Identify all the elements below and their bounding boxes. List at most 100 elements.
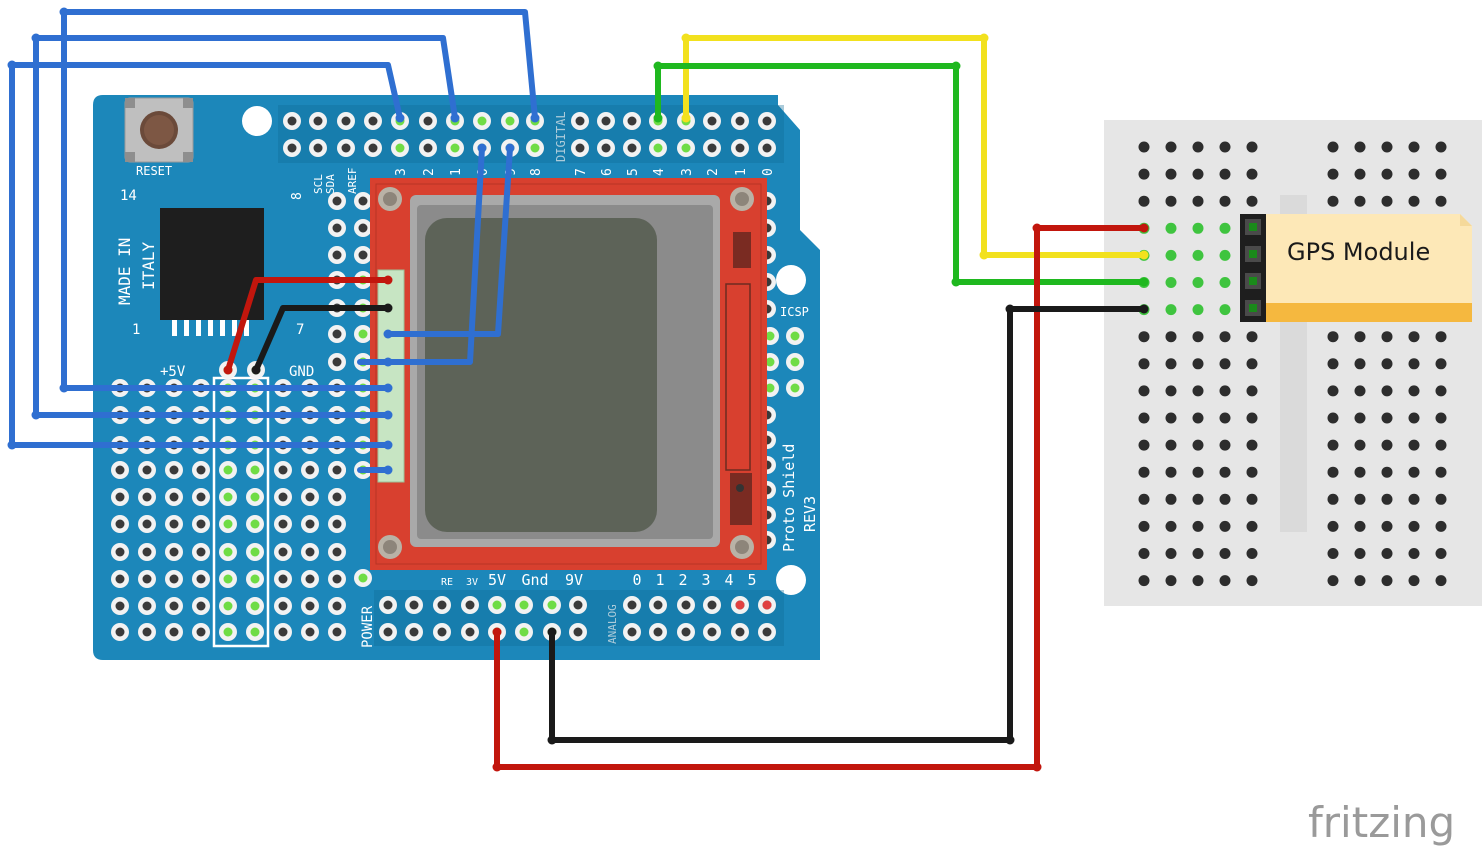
bottom-header-pad-hole <box>653 600 663 610</box>
breadboard-hole <box>1381 412 1393 424</box>
breadboard-hole <box>1435 358 1447 370</box>
bottom-header-pad-hole <box>547 600 557 610</box>
breadboard-hole <box>1381 331 1393 343</box>
breadboard-hole <box>1408 168 1420 180</box>
breadboard-hole <box>1246 520 1258 532</box>
breadboard-hole <box>1246 439 1258 451</box>
header-pad-hole <box>762 143 772 153</box>
wire-endpoint <box>1139 223 1149 233</box>
breadboard-hole <box>1192 195 1204 207</box>
wire-blue-1[interactable] <box>9 62 403 448</box>
breadboard-hole <box>1435 331 1447 343</box>
wire-blue-8[interactable] <box>385 145 513 337</box>
breadboard-hole <box>1165 575 1177 587</box>
wire-endpoint <box>1139 304 1149 314</box>
proto-pad-hole <box>278 627 288 637</box>
proto-pad-hole <box>305 627 315 637</box>
proto-pad-hole <box>278 574 288 584</box>
breadboard-hole <box>1219 304 1231 316</box>
wire-endpoint <box>547 735 557 745</box>
wire-endpoint <box>223 365 233 375</box>
breadboard-hole <box>1165 358 1177 370</box>
breadboard-hole <box>1408 331 1420 343</box>
analog-pin-label: 2 <box>678 571 687 589</box>
breadboard-hole <box>1354 466 1366 478</box>
wire-endpoint <box>681 113 691 123</box>
breadboard-hole <box>1165 249 1177 261</box>
breadboard-hole <box>1165 277 1177 288</box>
breadboard-hole <box>1327 520 1339 532</box>
proto-shield-label: Proto Shield <box>780 444 798 552</box>
proto-pad-hole <box>332 492 342 502</box>
breadboard-hole <box>1381 141 1393 153</box>
breadboard-hole <box>1165 493 1177 505</box>
proto-pad-hole <box>332 627 342 637</box>
header-pad-hole <box>601 143 611 153</box>
breadboard-hole <box>1192 520 1204 532</box>
wire-endpoints <box>7 7 1149 772</box>
power-pin-label: Gnd <box>521 571 548 589</box>
breadboard-hole <box>1381 575 1393 587</box>
breadboard-hole <box>1381 493 1393 505</box>
proto-pad-hole <box>278 519 288 529</box>
bottom-header-pad-hole <box>707 627 717 637</box>
bottom-header-pad-hole <box>383 600 393 610</box>
bottom-header-pad-hole <box>519 600 529 610</box>
header-pad-hole <box>762 116 772 126</box>
breadboard-hole <box>1381 548 1393 559</box>
reset-button-icon[interactable] <box>124 97 194 163</box>
wire-endpoint <box>383 357 393 367</box>
proto-pad-hole <box>169 519 179 529</box>
wire-blue-5[interactable] <box>61 9 538 391</box>
breadboard-hole <box>1327 195 1339 207</box>
breadboard-hole <box>1138 331 1150 343</box>
wire-blue-7[interactable] <box>357 145 485 365</box>
fritzing-logo-icon: fritzing <box>1308 798 1455 847</box>
breadboard-hole <box>1327 466 1339 478</box>
rev3-label: REV3 <box>801 496 819 532</box>
scl-label: SCL <box>312 174 325 194</box>
header-pad-hole <box>530 143 540 153</box>
breadboard-hole <box>1219 520 1231 532</box>
wire-black-lcd[interactable] <box>253 305 391 373</box>
header-pad-hole <box>287 143 297 153</box>
proto-pad-hole <box>196 574 206 584</box>
proto-pad-hole <box>305 465 315 475</box>
wire-endpoint <box>681 33 691 43</box>
breadboard-hole <box>1246 358 1258 370</box>
breadboard-hole <box>1219 141 1231 153</box>
icsp-label: ICSP <box>780 305 809 319</box>
proto-pad-hole <box>332 601 342 611</box>
breadboard-hole <box>1138 168 1150 180</box>
icsp-pad-hole <box>790 331 800 341</box>
breadboard-hole <box>1165 222 1177 234</box>
digital-pin-label: 9 <box>504 168 519 176</box>
breadboard-hole <box>1435 575 1447 587</box>
breadboard-hole <box>1219 222 1231 234</box>
gnd-label: GND <box>289 364 314 380</box>
wire-red-lcd[interactable] <box>225 277 391 373</box>
bottom-header-pad-hole <box>681 600 691 610</box>
breadboard-hole <box>1246 412 1258 424</box>
header-pad-hole <box>681 143 691 153</box>
wire-endpoint <box>450 113 460 123</box>
header-pad-hole <box>395 143 405 153</box>
breadboard-hole <box>1192 222 1204 234</box>
proto-pad-hole <box>332 196 342 206</box>
breadboard-hole <box>1138 439 1150 451</box>
proto-pad-hole <box>332 547 342 557</box>
proto-pad-hole <box>332 250 342 260</box>
digital-pin-label: 2 <box>706 168 721 176</box>
breadboard-hole <box>1165 466 1177 478</box>
breadboard-hole <box>1192 168 1204 180</box>
reset-label: RESET <box>136 164 172 178</box>
breadboard-hole <box>1219 277 1231 288</box>
proto-pad-hole <box>169 601 179 611</box>
wire-blue-3[interactable] <box>33 35 458 418</box>
breadboard-hole <box>1138 575 1150 587</box>
breadboard-hole <box>1327 168 1339 180</box>
breadboard-hole <box>1354 575 1366 587</box>
header-pad-hole <box>735 116 745 126</box>
bottom-header-pad-hole <box>627 600 637 610</box>
proto-pad-hole <box>169 465 179 475</box>
